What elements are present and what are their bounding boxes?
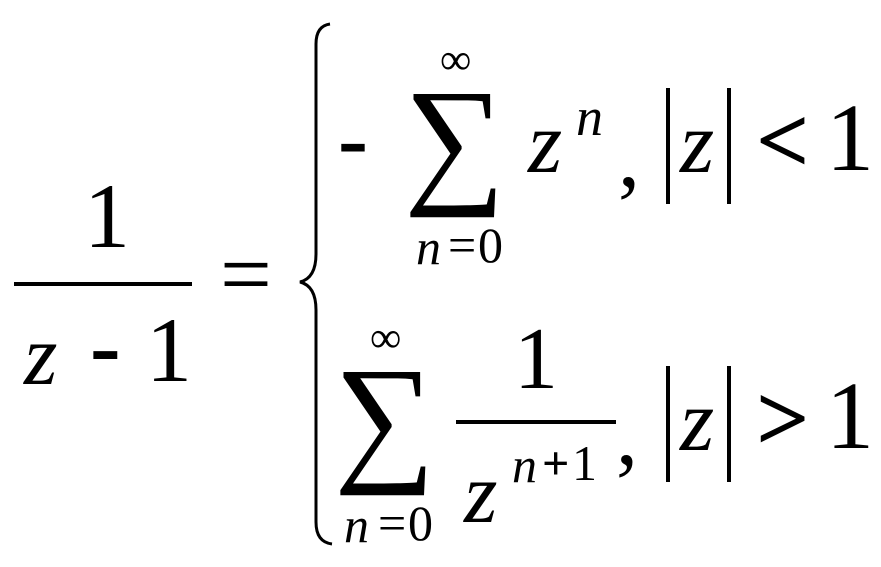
case2-cond-var: z: [680, 373, 715, 470]
equals-sign: =: [220, 223, 272, 325]
case1-infinity: ∞: [440, 35, 472, 84]
case1-cond-var: z: [680, 95, 715, 192]
case2-frac-den-exp-plus: +: [542, 437, 570, 490]
case2-relation: >: [756, 367, 810, 471]
case2-cond-val: 1: [826, 362, 874, 469]
case2-frac-den-exp-one: 1: [572, 435, 597, 491]
case2-abs-bar-left: [666, 366, 670, 482]
case1-relation: <: [756, 89, 810, 193]
case1-abs-bar-left: [666, 88, 670, 204]
case2-lower-val: 0: [408, 495, 433, 551]
case2-infinity: ∞: [370, 313, 402, 362]
case1-lower-eq: =: [448, 217, 477, 273]
case2-lower-eq: =: [378, 495, 407, 551]
case1-minus-sign: -: [338, 90, 368, 189]
case2-lower-var: n: [344, 497, 369, 553]
case1-lower-var: n: [416, 219, 441, 275]
lhs-denominator-const: 1: [146, 299, 192, 401]
lhs-denominator-minus: -: [90, 295, 121, 397]
case1-term-exponent: n: [576, 87, 603, 147]
case1-cond-val: 1: [826, 84, 874, 191]
lhs-fraction-bar: [14, 282, 192, 286]
lhs-denominator-var: z: [24, 307, 58, 403]
case2-abs-bar-right: [727, 366, 731, 482]
case2-frac-den-base: z: [464, 445, 498, 541]
case1-sum-symbol: ∑: [404, 60, 506, 218]
case1-abs-bar-right: [727, 88, 731, 204]
case1-comma: ,: [618, 109, 640, 206]
case2-fraction-bar: [456, 420, 616, 424]
case2-sum-symbol: ∑: [334, 338, 436, 496]
case2-comma: ,: [616, 387, 638, 484]
case2-frac-numerator: 1: [514, 311, 558, 408]
case1-term-base: z: [528, 95, 563, 192]
case1-lower-val: 0: [478, 217, 503, 273]
lhs-numerator: 1: [84, 165, 130, 267]
case2-frac-den-exp-var: n: [512, 437, 537, 493]
